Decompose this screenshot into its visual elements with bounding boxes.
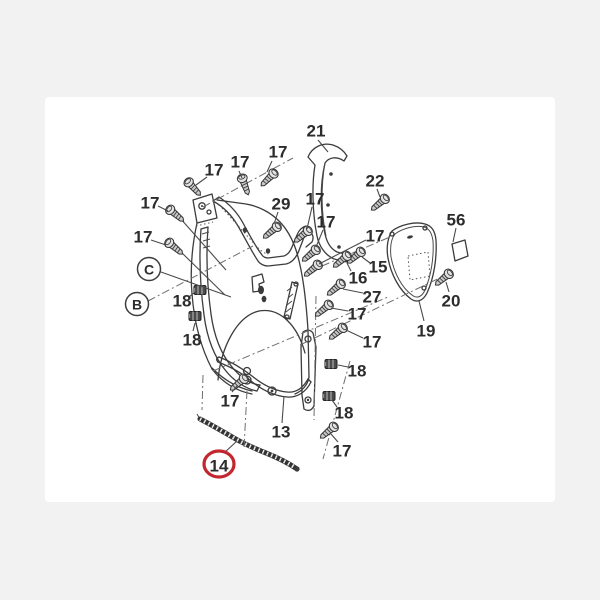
callout-leader [331, 399, 338, 408]
part-callout-17: 17 [348, 304, 367, 323]
callout-leader [266, 160, 273, 173]
center-chain-line [322, 360, 351, 460]
part-callout-17: 17 [134, 227, 153, 246]
part-callout-17: 17 [205, 160, 224, 179]
callout-leader [317, 139, 329, 153]
part-callout-21: 21 [307, 121, 326, 140]
part-callout-17: 17 [317, 212, 336, 231]
callout-leader [330, 433, 339, 443]
callout-leader [342, 288, 364, 294]
callout-leader [150, 239, 167, 246]
part-callout-29: 29 [272, 194, 291, 213]
part-callout-18: 18 [173, 291, 192, 310]
part-callout-56: 56 [447, 210, 466, 229]
part-callout-18: 18 [335, 403, 354, 422]
callout-leader [418, 300, 425, 322]
part-callout-17: 17 [306, 189, 325, 208]
main-cover-shape [190, 193, 310, 395]
callout-leader [231, 385, 238, 393]
part-callout-15: 15 [369, 257, 388, 276]
callout-leader [306, 206, 313, 230]
center-chain-line [313, 295, 317, 421]
ref-letter-leader [147, 245, 254, 302]
ref-letter-circle-B [124, 291, 150, 317]
emblem-56-shape [451, 239, 469, 262]
callout-leader [361, 256, 371, 264]
callout-leader [195, 176, 208, 186]
center-chain-line [202, 157, 294, 208]
part-callout-17: 17 [333, 441, 352, 460]
part-callout-17: 17 [231, 152, 250, 171]
side-panel-19-shape [386, 222, 437, 302]
side-strip-shape [300, 329, 317, 412]
callout-leader [281, 395, 285, 424]
part-callout-17: 17 [141, 193, 160, 212]
ref-letter-leader [160, 271, 232, 298]
center-chain-line [243, 390, 248, 449]
callout-leader [337, 364, 349, 368]
callout-leader [345, 329, 364, 339]
callout-leader [330, 307, 349, 312]
part-callout-20: 20 [442, 291, 461, 310]
highlight-ellipse [202, 449, 236, 479]
callout-leader [318, 239, 367, 265]
center-chain-line [201, 374, 204, 411]
part-callout-17: 17 [269, 142, 288, 161]
part-callout-13: 13 [272, 422, 291, 441]
part-callout-27: 27 [363, 287, 382, 306]
diagram-panel [45, 97, 555, 502]
part-callout-18: 18 [348, 361, 367, 380]
part-callout-17: 17 [221, 391, 240, 410]
ref-letter-C: C [144, 261, 154, 277]
callout-leader [192, 322, 196, 332]
leader-line [180, 251, 226, 296]
callout-leader [445, 281, 450, 293]
part-callout-16: 16 [349, 268, 368, 287]
part-callout-17: 17 [366, 226, 385, 245]
windshield-trim-21-shape [307, 143, 350, 263]
callout-leader [188, 291, 196, 298]
clip-nut-icon [187, 311, 202, 321]
callout-leader [157, 205, 169, 212]
callout-leader [238, 170, 243, 179]
center-chain-line [299, 273, 449, 346]
clip-nut-icon [323, 359, 338, 369]
ref-letter-B: B [132, 296, 142, 312]
part-callout-17: 17 [363, 332, 382, 351]
callout-leader [346, 262, 352, 272]
ref-letter-circle-C [136, 256, 162, 282]
callout-leader [273, 211, 279, 225]
part-callout-18: 18 [183, 330, 202, 349]
molding-14-shape [196, 413, 300, 472]
part-callout-22: 22 [366, 171, 385, 190]
callout-leader [315, 229, 324, 248]
clip-nut-icon [321, 391, 336, 401]
callout-leader [376, 188, 381, 198]
leader-line [179, 217, 227, 271]
part-callout-19: 19 [417, 321, 436, 340]
callout-leader [452, 227, 457, 243]
part-callout-14: 14 [210, 456, 229, 475]
